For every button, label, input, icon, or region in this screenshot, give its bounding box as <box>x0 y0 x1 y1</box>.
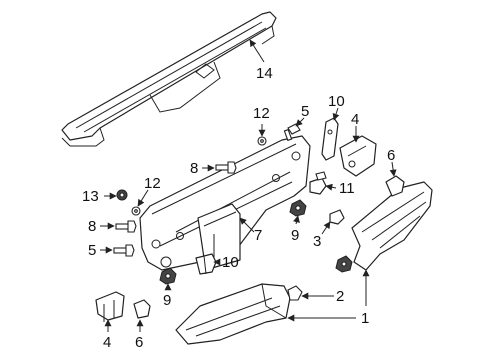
hitch-frame-part <box>139 135 311 271</box>
callout-5-lower: 5 <box>88 242 96 259</box>
clip-3-part <box>329 209 345 225</box>
bolt-2-lower <box>287 285 303 301</box>
leader-lines <box>100 39 397 332</box>
callout-13: 13 <box>82 188 99 205</box>
callout-6-upper: 6 <box>387 147 395 164</box>
bracket-lower-part <box>95 291 125 322</box>
bolt-11 <box>315 171 327 181</box>
clip-6-lower-part <box>133 299 151 319</box>
callout-4-upper: 4 <box>351 111 359 128</box>
callout-8-lower: 8 <box>88 218 96 235</box>
step-pad-part <box>61 11 277 147</box>
callout-14: 14 <box>256 65 273 82</box>
washer-12-lower <box>131 206 141 216</box>
washer-12-upper <box>257 136 267 146</box>
bracket-10-upper-part <box>321 117 339 161</box>
bolt-8-lower <box>115 220 137 233</box>
bolt-5-upper <box>283 123 301 142</box>
bumper-step-lower-part <box>175 283 291 345</box>
callout-1: 1 <box>361 310 369 327</box>
bolt-8-upper <box>215 161 237 174</box>
callout-10-upper: 10 <box>328 93 345 110</box>
nut-2-upper <box>335 255 353 273</box>
callout-9-lower: 9 <box>163 292 171 309</box>
bracket-upper-part <box>339 135 377 177</box>
nut-13 <box>116 189 128 201</box>
callout-5-upper: 5 <box>301 103 309 120</box>
nut-9-lower <box>159 267 177 285</box>
clip-6-upper-part <box>385 175 405 197</box>
callout-7: 7 <box>254 227 262 244</box>
bolt-5-lower <box>113 244 135 257</box>
callout-12-upper: 12 <box>253 105 270 122</box>
callout-10-lower: 10 <box>222 254 239 271</box>
callout-8-upper: 8 <box>190 160 198 177</box>
callout-4-lower: 4 <box>103 334 111 351</box>
nut-9-upper <box>289 199 307 217</box>
callout-9-upper: 9 <box>291 227 299 244</box>
bumper-end-right-part <box>351 181 433 271</box>
callout-6-lower: 6 <box>135 334 143 351</box>
callout-3: 3 <box>313 233 321 250</box>
callout-2: 2 <box>336 288 344 305</box>
callout-12-lower: 12 <box>144 175 161 192</box>
bracket-10-lower-part <box>195 253 217 275</box>
callout-11: 11 <box>339 180 355 197</box>
